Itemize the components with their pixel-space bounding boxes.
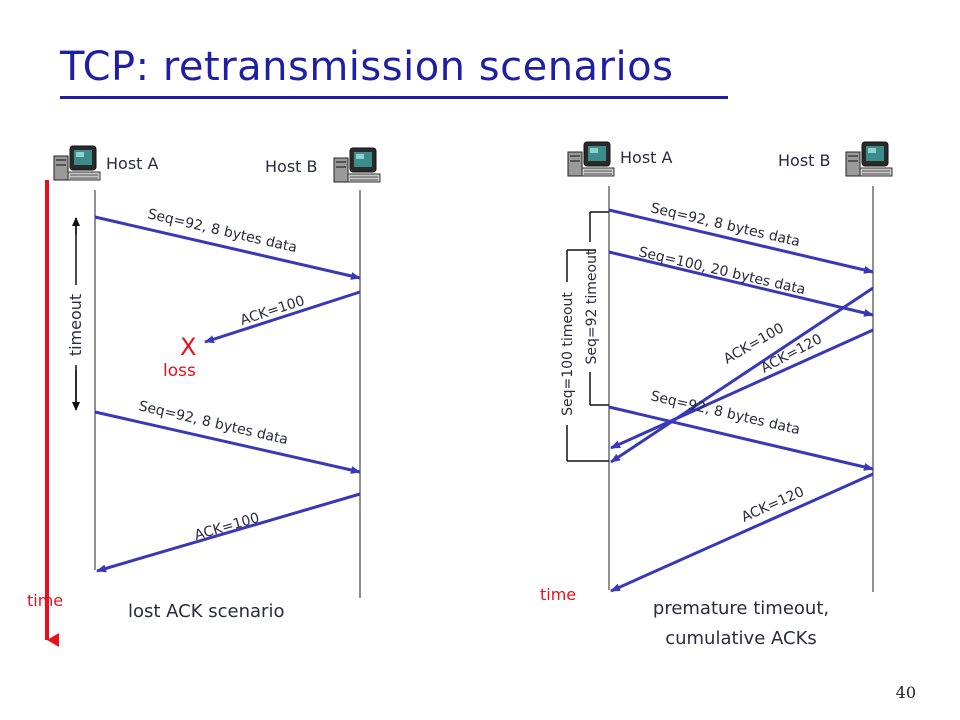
left-caption: lost ACK scenario [128, 601, 284, 622]
right-msg-ack-3-arrow [610, 472, 874, 593]
loss-label: loss [163, 361, 196, 381]
left-time-label: time [27, 591, 63, 610]
left-host-b-label: Host B [265, 157, 318, 176]
left-scenario: Host A Host B time timeout Seq=92, 8 byt… [27, 145, 381, 647]
left-timeout-label: timeout [66, 294, 85, 356]
right-msg-seq-3-arrow [608, 405, 874, 471]
left-msg-ack-1-label: ACK=100 [238, 293, 306, 329]
host-a-computer-icon [53, 145, 101, 181]
page-number: 40 [895, 683, 916, 702]
right-msg-seq-1-arrow [608, 208, 874, 274]
slide-title: TCP: retransmission scenarios [60, 44, 674, 90]
host-b-computer-icon [845, 141, 893, 177]
left-host-a-label: Host A [106, 154, 159, 173]
loss-x-mark: X [180, 333, 196, 361]
seq92-timeout-label: Seq=92 timeout [584, 249, 600, 364]
right-scenario: Host A Host B Seq=92 timeout Seq=100 tim… [540, 141, 893, 649]
left-msg-ack-2-arrow [96, 492, 361, 573]
right-msg-ack-1-arrow [610, 286, 874, 464]
right-msg-seq-2-arrow [608, 250, 874, 317]
title-underline [60, 96, 728, 99]
right-time-label: time [540, 585, 576, 604]
right-host-a-label: Host A [620, 148, 673, 167]
host-b-computer-icon [333, 147, 381, 183]
right-msg-ack-2-arrow [610, 328, 874, 450]
left-msg-seq-1-arrow [94, 215, 361, 280]
right-caption-line-2: cumulative ACKs [665, 628, 817, 649]
right-msg-seq-2-label: Seq=100, 20 bytes data [637, 244, 807, 298]
seq100-timeout-label: Seq=100 timeout [560, 292, 576, 416]
host-a-computer-icon [567, 141, 615, 177]
left-msg-ack-1-arrow [204, 290, 361, 344]
left-msg-seq-2-arrow [94, 410, 361, 474]
right-host-b-label: Host B [778, 151, 831, 170]
left-msg-seq-1-label: Seq=92, 8 bytes data [146, 206, 298, 256]
right-caption-line-1: premature timeout, [653, 598, 829, 619]
left-msg-ack-2-label: ACK=100 [193, 510, 262, 544]
left-msg-seq-2-label: Seq=92, 8 bytes data [137, 398, 289, 448]
